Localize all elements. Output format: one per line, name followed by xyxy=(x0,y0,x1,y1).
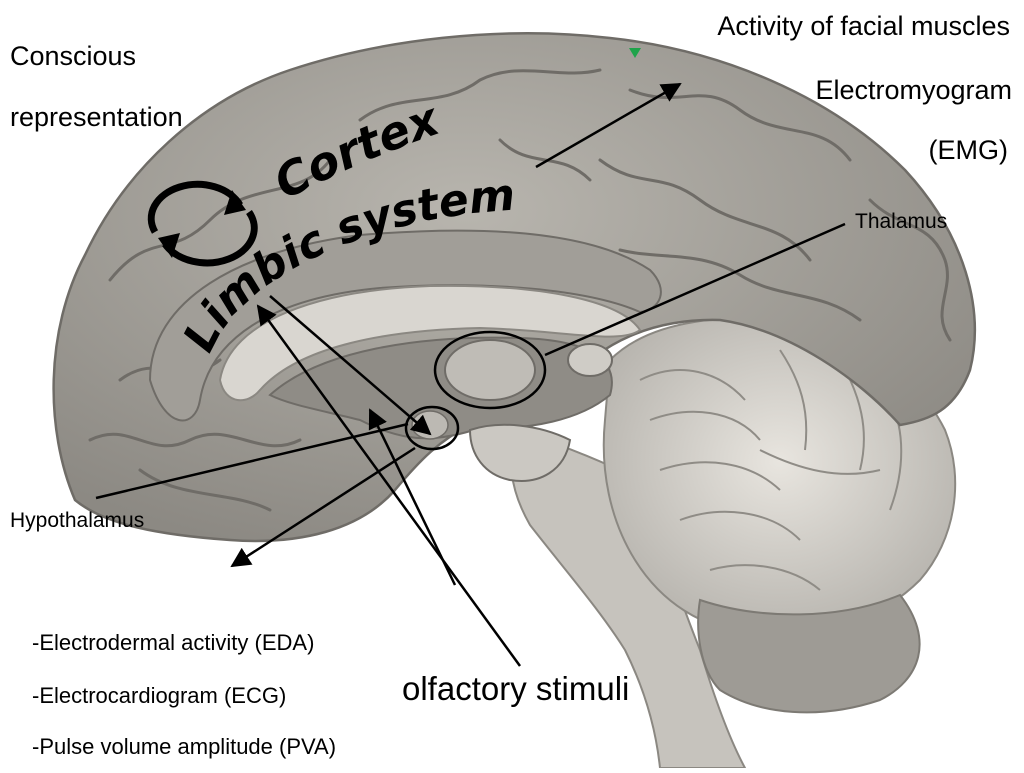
thalamus-leader xyxy=(544,222,846,357)
olfactory-to-hypothalamus-arrow xyxy=(368,408,457,586)
hypothalamus-label: Hypothalamus xyxy=(10,509,145,532)
hypothalamus-callout-circle xyxy=(404,405,460,451)
olfactory-arrow xyxy=(256,304,522,667)
marker-icon xyxy=(629,48,641,58)
cerebellum-tissue xyxy=(697,593,921,714)
emg-arrow xyxy=(535,82,682,169)
hypothalamus-structure xyxy=(411,410,449,440)
facial-muscles-label: Activity of facial muscles xyxy=(717,11,1010,41)
limbic-to-hypothalamus-arrow xyxy=(269,295,432,436)
cingulate-gyrus xyxy=(148,229,662,422)
conscious-label: Conscious xyxy=(10,41,137,71)
electromyogram-label: Electromyogram xyxy=(815,75,1012,105)
pineal-body xyxy=(567,343,613,377)
olfactory-stimuli-label: olfactory stimuli xyxy=(402,670,630,707)
midbrain xyxy=(468,423,572,482)
circular-arrows-icon xyxy=(147,180,258,267)
ecg-label: -Electrocardiogram (ECG) xyxy=(32,683,287,708)
autonomic-output-arrow xyxy=(230,446,416,568)
thalamus-structure xyxy=(444,339,536,401)
pva-label: -Pulse volume amplitude (PVA) xyxy=(32,734,337,759)
gyri-folds xyxy=(88,68,952,512)
emg-abbrev-label: (EMG) xyxy=(928,135,1008,165)
hypothalamus-leader xyxy=(95,422,409,500)
cerebellum-folia xyxy=(639,349,903,591)
representation-label: representation xyxy=(10,102,183,132)
thalamus-label: Thalamus xyxy=(855,210,948,233)
corpus-callosum xyxy=(218,284,642,402)
eda-label: -Electrodermal activity (EDA) xyxy=(32,630,315,655)
thalamus-callout-circle xyxy=(433,330,547,410)
